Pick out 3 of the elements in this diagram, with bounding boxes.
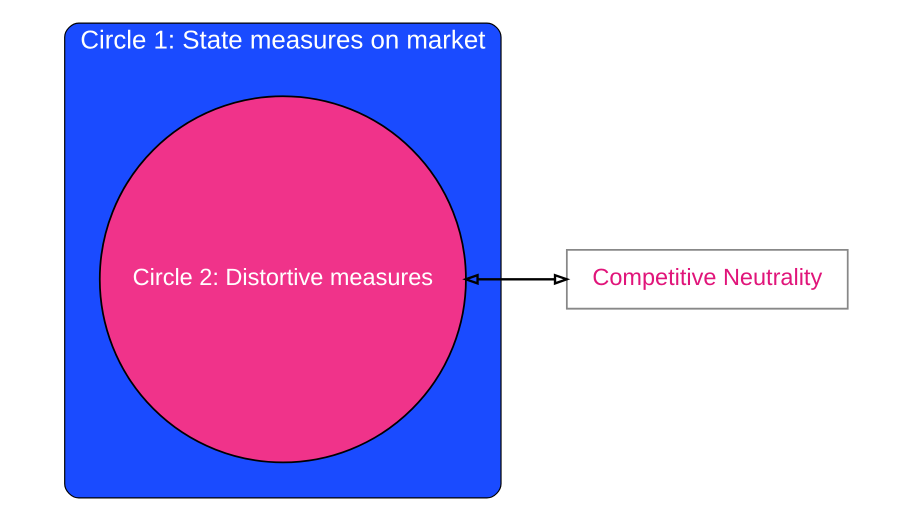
node-box: Competitive Neutrality [565, 248, 848, 310]
arrow [462, 273, 570, 285]
node-circle: Circle 2: Distortive measures [98, 94, 466, 463]
